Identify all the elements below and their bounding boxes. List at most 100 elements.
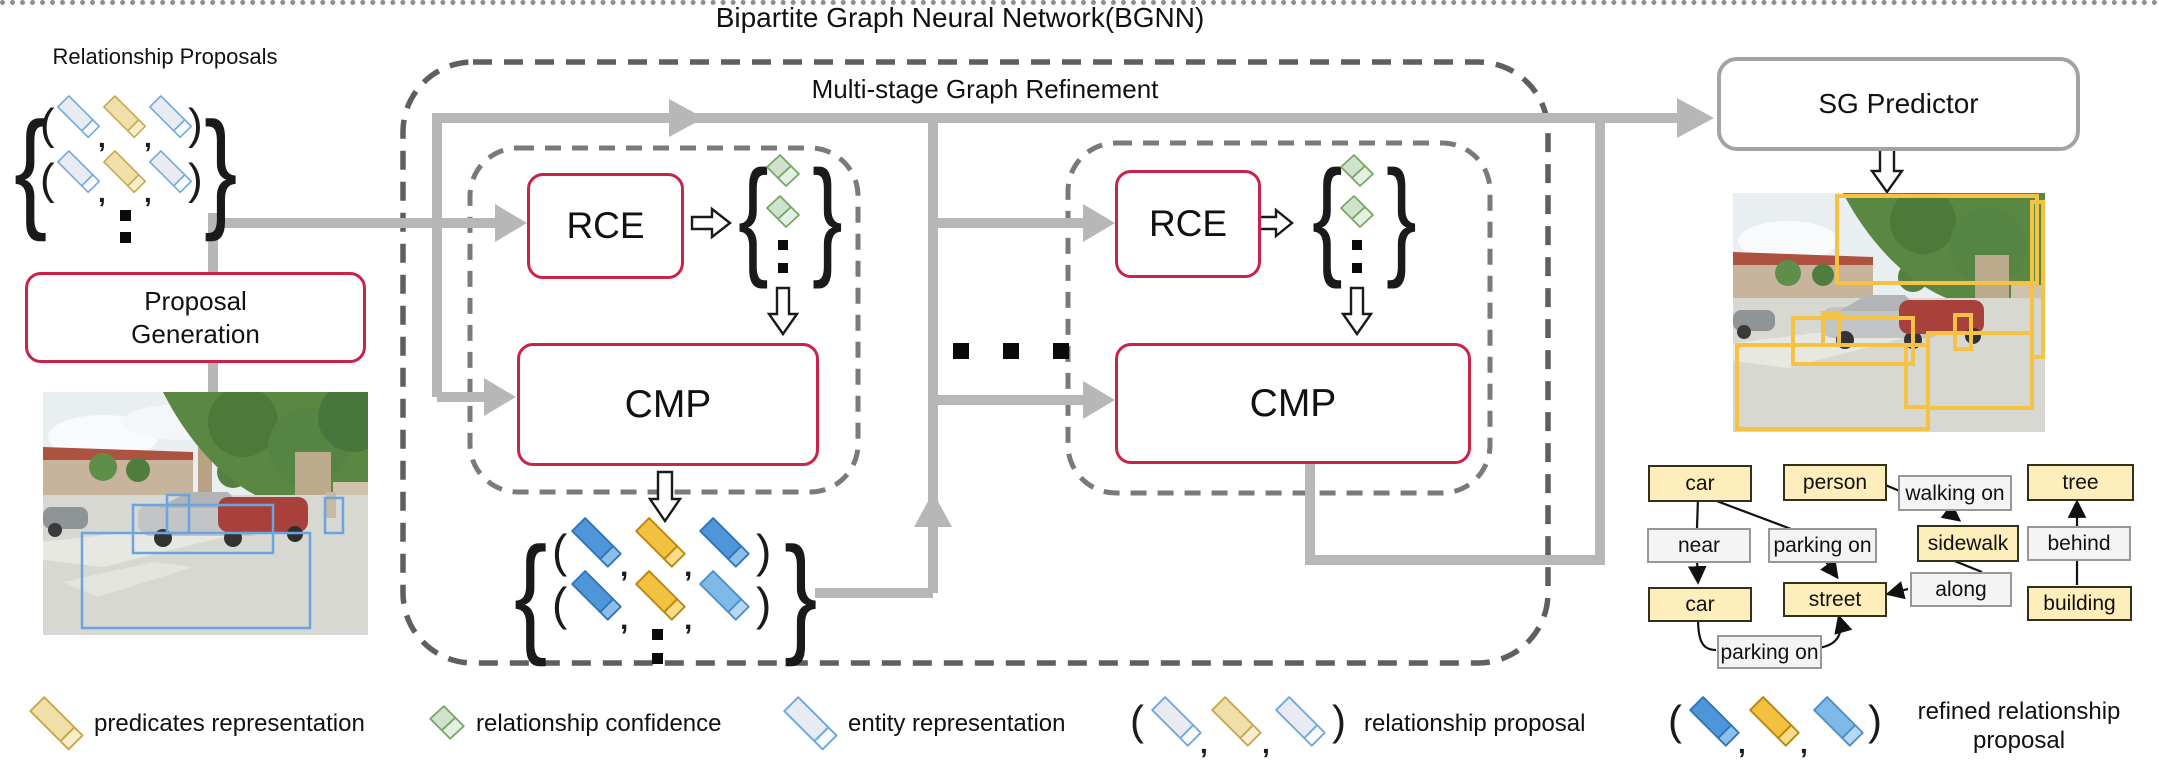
sg-node-label: street <box>1808 588 1862 611</box>
legend-label-predicates: predicates representation <box>94 710 365 737</box>
open-paren: ( <box>1668 697 1682 744</box>
comma: , <box>684 603 693 636</box>
sg-predictor-label: SG Predictor <box>1818 88 1979 119</box>
sg-node-label: walking on <box>1905 481 2005 505</box>
proposal-generation-box: Proposal Generation <box>25 272 366 363</box>
predicate-bar-icon <box>102 95 148 141</box>
legend-divider <box>0 0 2159 5</box>
sg-node-label: behind <box>2047 532 2111 555</box>
sg-node-car-top: car <box>1648 465 1752 502</box>
open-paren: ( <box>40 100 55 149</box>
close-paren: ) <box>188 155 203 204</box>
stage2-dashed-frame <box>1065 140 1493 496</box>
comma: , <box>1262 728 1270 759</box>
rce1-box: RCE <box>527 173 684 279</box>
sg-node-sidewalk: sidewalk <box>1917 525 2019 562</box>
refined-entity-bar-icon <box>1812 696 1866 750</box>
sg-node-along: along <box>1910 572 2012 607</box>
close-brace: } <box>1386 144 1417 290</box>
legend-label-refined: refined relationship proposal <box>1917 698 2121 754</box>
close-paren: ) <box>1868 697 1882 744</box>
close-paren: ) <box>1332 697 1346 744</box>
confidence-cube-icon <box>763 193 803 233</box>
sg-node-person: person <box>1783 464 1887 501</box>
close-paren: ) <box>188 100 203 149</box>
confidence-cube-icon <box>1337 152 1377 192</box>
confidence1-to-cmp1-arrow <box>766 286 800 337</box>
bgnn-dashed-frame <box>400 59 1551 666</box>
close-paren: ) <box>756 578 772 630</box>
sg-node-label: parking on <box>1773 534 1872 557</box>
confidence2-to-cmp2-arrow <box>1340 286 1374 337</box>
comma: , <box>620 603 629 636</box>
legend-label-confidence: relationship confidence <box>476 710 722 737</box>
refined-entity-bar-icon <box>1688 696 1742 750</box>
confidence-cube-icon <box>763 152 803 192</box>
comma: , <box>1738 728 1746 759</box>
sg-node-label: building <box>2043 592 2116 615</box>
cmp2-box: CMP <box>1115 343 1471 464</box>
sg-node-label: tree <box>2062 471 2099 494</box>
open-brace: { <box>14 95 48 243</box>
comma: , <box>684 550 693 583</box>
stage1-trunk-line <box>432 113 1678 397</box>
confidence-cube-icon <box>1337 193 1377 233</box>
output-image <box>1733 193 2045 432</box>
stage1-dashed-frame <box>467 145 861 495</box>
open-paren: ( <box>552 525 568 577</box>
blue-bounding-boxes <box>80 493 345 630</box>
gray-arrowheads <box>484 98 1714 527</box>
comma: , <box>98 122 106 153</box>
entity-bar-icon <box>1274 696 1328 750</box>
open-paren: ( <box>1130 697 1144 744</box>
open-brace: { <box>1312 144 1343 290</box>
sg-node-car-bottom: car <box>1648 587 1752 622</box>
rce2-label: RCE <box>1148 203 1228 244</box>
predicate-bar-icon <box>28 696 86 754</box>
comma: , <box>620 550 629 583</box>
input-image <box>43 392 368 635</box>
comma: , <box>1200 728 1208 759</box>
refinement-stage-label: Multi-stage Graph Refinement <box>811 74 1159 104</box>
sg-node-near: near <box>1647 528 1751 563</box>
close-brace: } <box>812 144 843 290</box>
predicate-bar-icon <box>102 150 148 196</box>
scene-graph-edges <box>1687 482 2087 652</box>
open-brace: { <box>514 520 548 668</box>
sg-node-parking-on: parking on <box>1768 528 1877 563</box>
open-paren: ( <box>552 578 568 630</box>
sg-node-walking-on: walking on <box>1898 475 2012 511</box>
sg-node-building: building <box>2027 586 2132 621</box>
sg-node-label: car <box>1685 593 1715 616</box>
comma: , <box>144 122 152 153</box>
rce2-box: RCE <box>1115 170 1261 278</box>
close-brace: } <box>784 520 818 668</box>
sg-node-label: car <box>1685 472 1715 495</box>
comma: , <box>144 177 152 208</box>
sg-predictor-output-arrow <box>1869 143 1905 195</box>
sg-predictor-box: SG Predictor <box>1717 57 2080 151</box>
sg-node-label: along <box>1935 578 1987 601</box>
rce1-label: RCE <box>566 205 645 246</box>
cmp2-output-line <box>1305 113 1605 565</box>
rce2-output-arrow <box>1256 207 1294 239</box>
predicate-bar-icon <box>1210 696 1264 750</box>
refined-predicate-bar-icon <box>1748 696 1802 750</box>
close-brace: } <box>204 95 238 243</box>
refined-predicate-bar-icon <box>634 570 688 624</box>
open-paren: ( <box>40 155 55 204</box>
open-brace: { <box>738 144 769 290</box>
proposal-generation-label: Proposal Generation <box>131 286 260 349</box>
figure-title: Bipartite Graph Neural Network(BGNN) <box>715 2 1205 33</box>
sg-node-street: street <box>1783 582 1887 617</box>
cmp2-label: CMP <box>1249 381 1337 425</box>
sg-node-label: parking on <box>1720 640 1819 664</box>
rce1-output-arrow <box>690 206 732 240</box>
refined-entity-bar-icon <box>698 517 752 571</box>
refined-entity-bar-icon <box>698 570 752 624</box>
sg-node-label: person <box>1802 471 1868 494</box>
entity-bar-icon <box>1150 696 1204 750</box>
legend-label-proposal: relationship proposal <box>1364 710 1586 737</box>
